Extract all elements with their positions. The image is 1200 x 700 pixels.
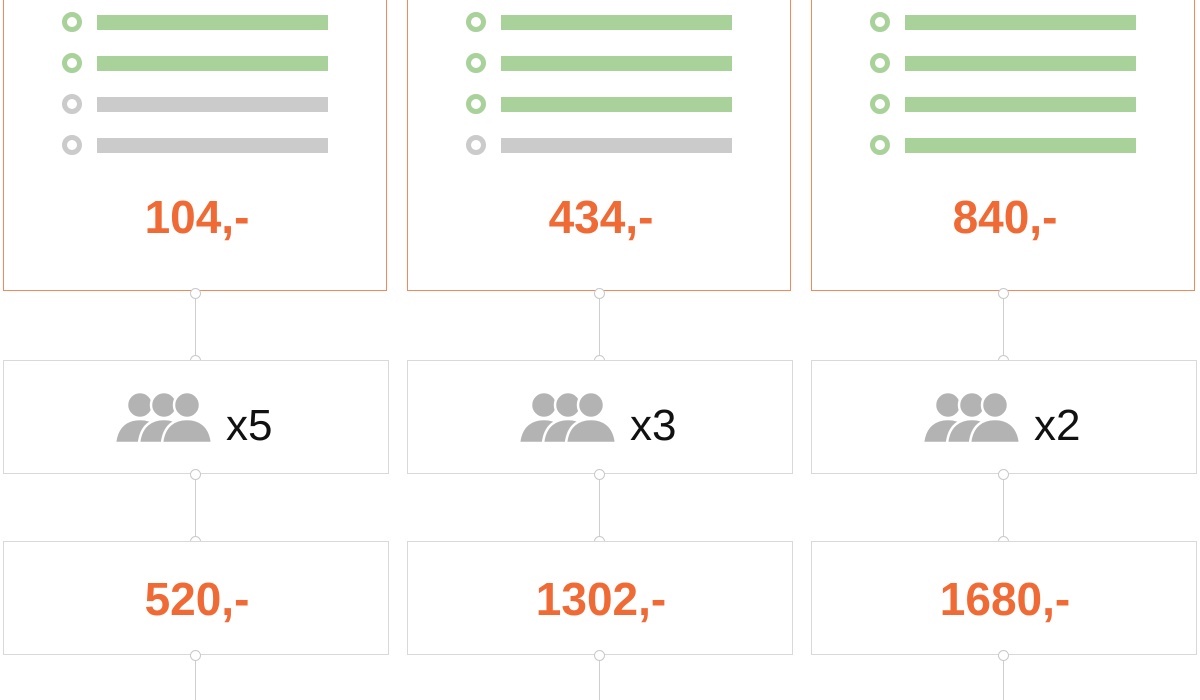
bullet-icon bbox=[466, 53, 486, 73]
feature-bar bbox=[905, 56, 1136, 71]
plan-column-2: 434,- x3 1302,- bbox=[407, 0, 793, 700]
connector-line bbox=[195, 293, 196, 360]
plan-price: 434,- bbox=[548, 191, 654, 243]
feature-item bbox=[62, 94, 332, 114]
team-multiplier: x5 bbox=[226, 401, 273, 450]
connector-dot bbox=[998, 288, 1009, 299]
feature-item bbox=[62, 12, 332, 32]
connector-line bbox=[599, 293, 600, 360]
plan-column-3: 840,- x2 1680,- bbox=[811, 0, 1197, 700]
connector-line bbox=[1003, 474, 1004, 541]
connector-dot bbox=[998, 469, 1009, 480]
feature-bar bbox=[501, 56, 732, 71]
team-multiplier: x3 bbox=[630, 401, 677, 450]
team-size-box: x3 bbox=[407, 360, 793, 474]
connector-dot bbox=[190, 650, 201, 661]
total-box: 1302,- bbox=[407, 541, 793, 655]
bullet-icon bbox=[466, 135, 486, 155]
connector-dot bbox=[998, 650, 1009, 661]
connector-dot bbox=[594, 469, 605, 480]
connector-dot bbox=[190, 288, 201, 299]
bullet-icon bbox=[870, 12, 890, 32]
connector-line bbox=[1003, 293, 1004, 360]
feature-item bbox=[62, 135, 332, 155]
total-price: 1302,- bbox=[535, 573, 667, 625]
feature-bar bbox=[905, 138, 1136, 153]
total-price: 1680,- bbox=[939, 573, 1071, 625]
bullet-icon bbox=[870, 94, 890, 114]
feature-bar bbox=[97, 56, 328, 71]
feature-bar bbox=[905, 97, 1136, 112]
bullet-icon bbox=[870, 53, 890, 73]
connector-line bbox=[599, 474, 600, 541]
feature-item bbox=[466, 94, 736, 114]
feature-item bbox=[466, 53, 736, 73]
connector-line bbox=[1003, 655, 1004, 700]
plan-column-1: 104,- x5 520,- bbox=[3, 0, 389, 700]
feature-item bbox=[870, 135, 1140, 155]
feature-item bbox=[870, 94, 1140, 114]
team-size-box: x2 bbox=[811, 360, 1197, 474]
bullet-icon bbox=[870, 135, 890, 155]
feature-item bbox=[466, 135, 736, 155]
feature-bar bbox=[97, 138, 328, 153]
total-box: 1680,- bbox=[811, 541, 1197, 655]
people-group-icon bbox=[114, 390, 214, 445]
bullet-icon bbox=[466, 12, 486, 32]
plan-feature-box: 104,- bbox=[3, 0, 387, 291]
feature-bar bbox=[97, 97, 328, 112]
plan-feature-box: 840,- bbox=[811, 0, 1195, 291]
total-price: 520,- bbox=[144, 573, 250, 625]
connector-dot bbox=[594, 288, 605, 299]
bullet-icon bbox=[466, 94, 486, 114]
feature-bar bbox=[905, 15, 1136, 30]
feature-bar bbox=[501, 97, 732, 112]
team-size-box: x5 bbox=[3, 360, 389, 474]
plan-feature-box: 434,- bbox=[407, 0, 791, 291]
plan-price: 104,- bbox=[144, 191, 250, 243]
feature-item bbox=[870, 12, 1140, 32]
feature-bar bbox=[501, 138, 732, 153]
plan-price: 840,- bbox=[952, 191, 1058, 243]
bullet-icon bbox=[62, 135, 82, 155]
total-box: 520,- bbox=[3, 541, 389, 655]
connector-line bbox=[599, 655, 600, 700]
connector-dot bbox=[594, 650, 605, 661]
bullet-icon bbox=[62, 94, 82, 114]
feature-item bbox=[62, 53, 332, 73]
people-group-icon bbox=[518, 390, 618, 445]
feature-bar bbox=[97, 15, 328, 30]
feature-bar bbox=[501, 15, 732, 30]
feature-item bbox=[466, 12, 736, 32]
team-multiplier: x2 bbox=[1034, 401, 1081, 450]
feature-item bbox=[870, 53, 1140, 73]
bullet-icon bbox=[62, 53, 82, 73]
bullet-icon bbox=[62, 12, 82, 32]
connector-line bbox=[195, 474, 196, 541]
connector-line bbox=[195, 655, 196, 700]
people-group-icon bbox=[922, 390, 1022, 445]
connector-dot bbox=[190, 469, 201, 480]
